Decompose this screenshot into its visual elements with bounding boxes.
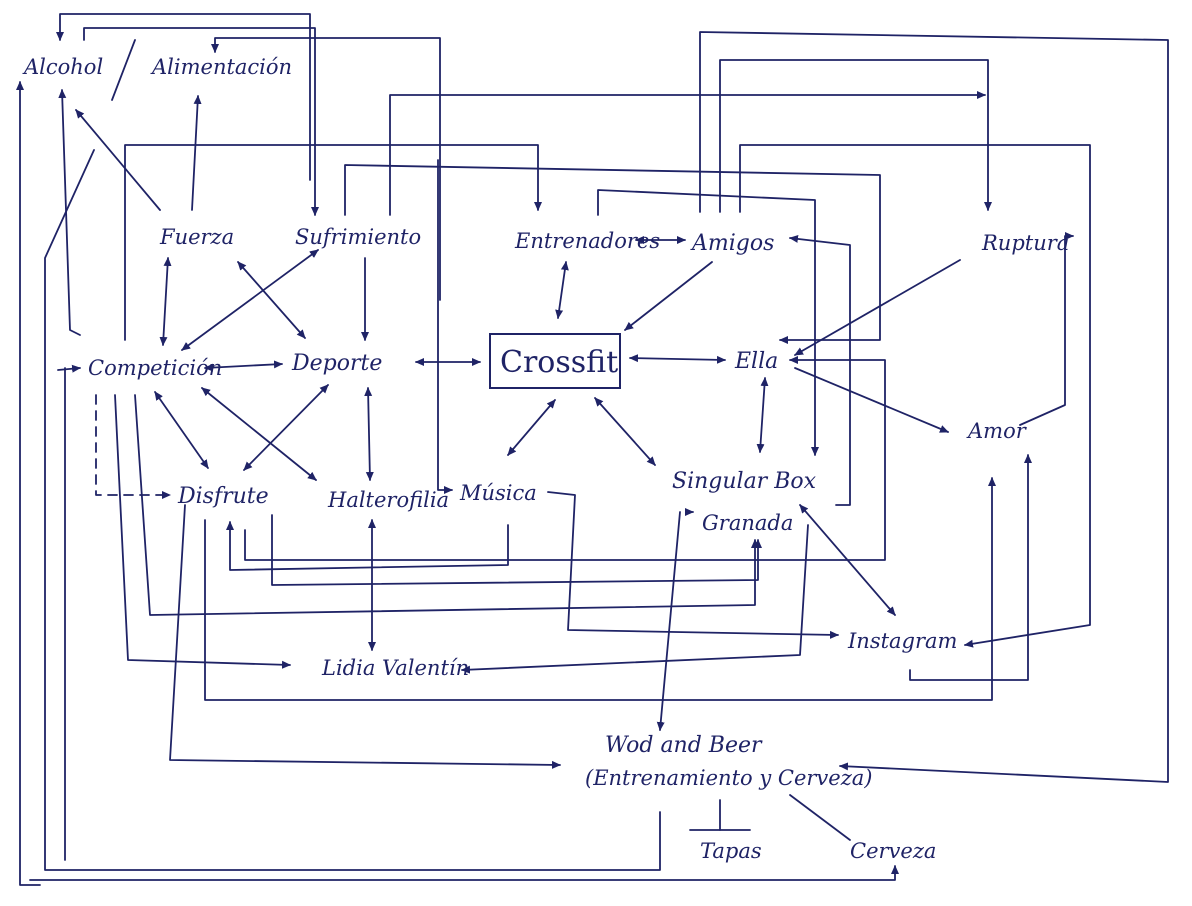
edge-wod-cerveza (789, 794, 851, 841)
node-amigos: Amigos (690, 231, 774, 256)
node-ella: Ella (734, 349, 778, 374)
edge-competicion-deporte (204, 360, 283, 372)
edge-fuerza-deporte (237, 261, 306, 339)
edge-crossfit-musica (507, 399, 556, 456)
edge-competicion-halterofilia (201, 387, 317, 481)
edge-top-to-alimentacion (211, 37, 441, 301)
edge-top-to-sufrimiento (389, 91, 986, 216)
edge-alcohol-diag (111, 39, 136, 101)
edge-ella-amor (794, 367, 949, 433)
node-disfrute: Disfrute (177, 484, 269, 509)
edge-musica-instagram (547, 491, 839, 639)
edge-disfrute-amor (204, 477, 996, 701)
edge-loop-entrenadores (124, 144, 542, 341)
edge-competicion-disfrute-dashed (95, 394, 171, 499)
edge-loop-sufrimiento2 (344, 164, 881, 344)
edge-deporte-halterofilia (364, 387, 374, 481)
edge-singular-instagram (799, 504, 896, 616)
edge-competicion-sufrimiento (181, 249, 319, 351)
edges (16, 13, 1169, 886)
node-ruptura: Ruptura (981, 231, 1069, 255)
edge-crossfit-ella (629, 354, 726, 364)
node-alcohol: Alcohol (22, 55, 103, 79)
node-alimentacion: Alimentación (150, 55, 292, 79)
edge-fuerza-alcohol (75, 109, 161, 211)
edge-ruptura-top (719, 59, 992, 213)
node-musica: Música (459, 481, 537, 505)
edge-left-diag (44, 149, 661, 871)
node-sufrimiento: Sufrimiento (295, 225, 421, 249)
edge-disfrute-granada (271, 514, 762, 586)
edge-vertical-musica (437, 159, 453, 494)
edge-fuerza-competicion (159, 257, 172, 346)
edge-top-to-alcohol (56, 13, 311, 181)
node-granada: Granada (702, 511, 793, 535)
edge-amigos-top-loop (739, 144, 1091, 648)
edge-left-outer (29, 865, 899, 881)
edge-competicion-disfrute (154, 391, 209, 469)
edge-amigos-right-loop (789, 234, 851, 506)
edge-sufrimiento-top (83, 27, 319, 216)
node-tapas: Tapas (700, 839, 762, 863)
edge-alcohol-down (58, 89, 81, 336)
node-amor: Amor (966, 419, 1028, 443)
edge-musica-disfrute (226, 521, 509, 571)
node-halterofilia: Halterofilia (327, 488, 449, 512)
edge-ella-singular (756, 377, 769, 453)
edge-instagram-amor (909, 454, 1032, 681)
node-entrenadores: Entrenadores (514, 229, 660, 253)
edge-competicion-bottom (57, 364, 81, 373)
node-singular-box: Singular Box (672, 469, 817, 494)
edge-amor-ruptura (1019, 232, 1074, 426)
node-deporte: Deporte (291, 351, 382, 376)
node-fuerza: Fuerza (159, 225, 234, 249)
edge-outer-right (699, 31, 1169, 783)
edge-disfrute-wod (169, 504, 561, 769)
edge-entrenadores-loop (597, 189, 819, 456)
edge-competicion-lidia (114, 394, 291, 669)
node-wod-subtitle: (Entrenamiento y Cerveza) (585, 766, 872, 790)
node-wod-and-beer: Wod and Beer (605, 733, 763, 758)
edge-singular-wod (656, 511, 681, 731)
node-instagram: Instagram (847, 629, 957, 653)
crossfit-frame (489, 333, 621, 389)
node-lidia-valentin: Lidia Valentín (321, 656, 469, 680)
edge-crossfit-singular (594, 397, 656, 466)
edge-competicion-granada (134, 394, 759, 616)
node-cerveza: Cerveza (850, 839, 936, 863)
edge-outer-left-to-alcohol (16, 81, 41, 886)
edge-crossfit-entrenadores (555, 261, 569, 319)
edge-granada-lidia (461, 524, 809, 674)
edge-amigos-crossfit (624, 261, 713, 331)
edge-deporte-disfrute (243, 384, 329, 471)
node-competicion: Competición (88, 356, 222, 380)
node-crossfit: Crossfit (500, 345, 618, 380)
edge-fuerza-alimentacion (191, 95, 202, 211)
